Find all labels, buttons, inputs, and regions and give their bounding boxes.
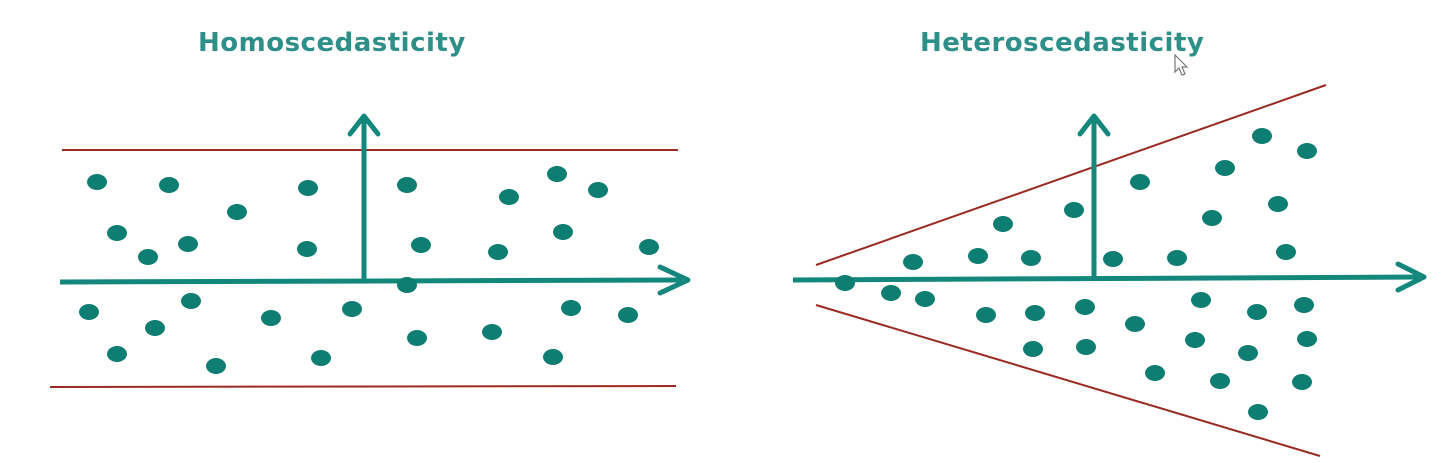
homoscedasticity-title: Homoscedasticity: [198, 28, 466, 58]
data-point: [145, 320, 165, 336]
data-point: [903, 254, 923, 270]
data-point: [311, 350, 331, 366]
data-point: [1185, 332, 1205, 348]
homoscedasticity-points: [79, 166, 659, 374]
data-point: [561, 300, 581, 316]
data-point: [835, 275, 855, 291]
lower-funnel-line: [815, 304, 1321, 457]
data-point: [206, 358, 226, 374]
data-point: [411, 237, 431, 253]
data-point: [499, 189, 519, 205]
data-point: [397, 177, 417, 193]
data-point: [588, 182, 608, 198]
data-point: [1021, 250, 1041, 266]
data-point: [1247, 304, 1267, 320]
data-point: [543, 349, 563, 365]
data-point: [1238, 345, 1258, 361]
data-point: [1210, 373, 1230, 389]
x-axis: [792, 274, 1419, 283]
data-point: [482, 324, 502, 340]
heteroscedasticity-panel: [792, 84, 1427, 457]
data-point: [342, 301, 362, 317]
data-point: [1252, 128, 1272, 144]
data-point: [79, 304, 99, 320]
data-point: [968, 248, 988, 264]
heteroscedasticity-points: [835, 128, 1317, 420]
data-point: [1145, 365, 1165, 381]
data-point: [298, 180, 318, 196]
data-point: [107, 225, 127, 241]
data-point: [181, 293, 201, 309]
data-point: [1191, 292, 1211, 308]
data-point: [261, 310, 281, 326]
data-point: [397, 277, 417, 293]
data-point: [618, 307, 638, 323]
lower-boundary-line: [49, 385, 677, 388]
data-point: [1292, 374, 1312, 390]
x-axis-arrowhead: [1395, 261, 1427, 293]
data-point: [547, 166, 567, 182]
homoscedasticity-panel: [49, 113, 691, 388]
y-axis-arrowhead: [1077, 113, 1111, 137]
data-point: [488, 244, 508, 260]
data-point: [1025, 305, 1045, 321]
data-point: [881, 285, 901, 301]
data-point: [1125, 316, 1145, 332]
data-point: [1075, 299, 1095, 315]
mouse-pointer-icon: [1174, 54, 1189, 76]
data-point: [553, 224, 573, 240]
data-point: [1297, 331, 1317, 347]
data-point: [159, 177, 179, 193]
data-point: [976, 307, 996, 323]
data-point: [1064, 202, 1084, 218]
data-point: [1268, 196, 1288, 212]
data-point: [107, 346, 127, 362]
data-point: [1215, 160, 1235, 176]
data-point: [1023, 341, 1043, 357]
x-axis-arrowhead: [657, 264, 691, 296]
data-point: [1297, 143, 1317, 159]
x-axis: [59, 277, 683, 285]
data-point: [639, 239, 659, 255]
data-point: [993, 216, 1013, 232]
data-point: [1202, 210, 1222, 226]
data-point: [1167, 250, 1187, 266]
y-axis-arrowhead: [347, 113, 381, 137]
data-point: [407, 330, 427, 346]
data-point: [1294, 297, 1314, 313]
data-point: [227, 204, 247, 220]
data-point: [178, 236, 198, 252]
data-point: [297, 241, 317, 257]
data-point: [138, 249, 158, 265]
data-point: [1248, 404, 1268, 420]
data-point: [1130, 174, 1150, 190]
data-point: [87, 174, 107, 190]
heteroscedasticity-title: Heteroscedasticity: [920, 28, 1205, 58]
upper-funnel-line: [815, 84, 1327, 266]
data-point: [1276, 244, 1296, 260]
data-point: [915, 291, 935, 307]
data-point: [1076, 339, 1096, 355]
data-point: [1103, 251, 1123, 267]
